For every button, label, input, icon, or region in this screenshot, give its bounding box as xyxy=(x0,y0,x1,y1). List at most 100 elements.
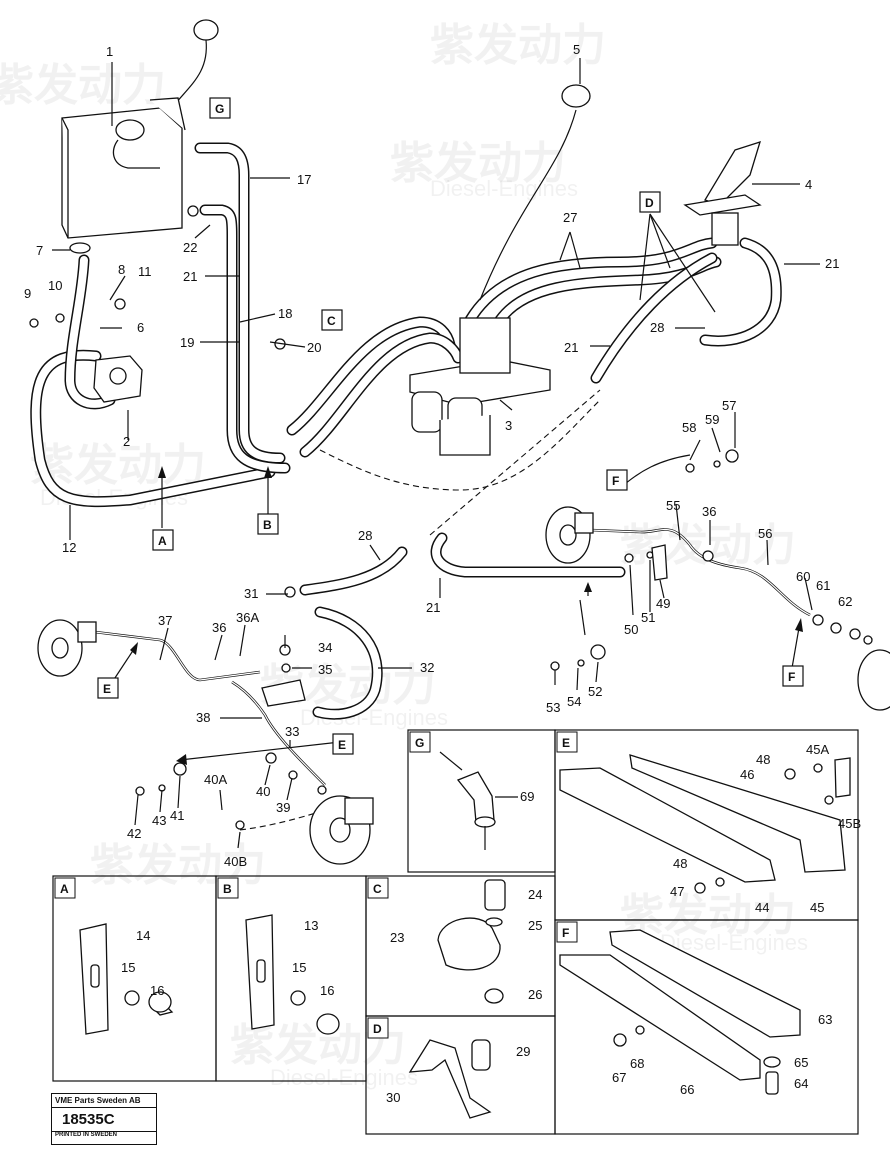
marker-e: E xyxy=(332,733,354,755)
washer-15 xyxy=(124,990,140,1006)
watermark-brand: 紫发动力 xyxy=(0,61,166,110)
callout-21: 21 xyxy=(426,600,440,615)
callout-63: 63 xyxy=(818,1012,832,1027)
callout-57: 57 xyxy=(722,398,736,413)
callout-1: 1 xyxy=(106,44,113,59)
callout-67: 67 xyxy=(612,1070,626,1085)
callout-60: 60 xyxy=(796,569,810,584)
svg-text:D: D xyxy=(645,196,654,210)
watermark-brand: 紫发动力 xyxy=(30,441,206,490)
wheel-disc xyxy=(857,649,890,711)
callout-labels: 1 2 3 4 5 6 7 8 9 10 11 12 13 14 15 16 1… xyxy=(24,42,861,1105)
bolt-16 xyxy=(316,1013,340,1035)
callout-40: 40 xyxy=(256,784,270,799)
callout-48: 48 xyxy=(756,752,770,767)
plate-number: 18535C xyxy=(62,1111,115,1128)
sensor-wire xyxy=(479,109,577,301)
bracket-49 xyxy=(651,544,668,581)
callout-41: 41 xyxy=(170,808,184,823)
callout-27: 27 xyxy=(563,210,577,225)
svg-text:C: C xyxy=(373,882,382,896)
detail-frame-a xyxy=(52,875,217,1082)
svg-text:E: E xyxy=(338,738,346,752)
callout-53: 53 xyxy=(546,700,560,715)
svg-text:A: A xyxy=(60,882,69,896)
marker-g: G xyxy=(209,97,231,119)
callout-69: 69 xyxy=(520,789,534,804)
leader-lines xyxy=(52,58,820,849)
callout-51: 51 xyxy=(641,610,655,625)
callout-59: 59 xyxy=(705,412,719,427)
callout-14: 14 xyxy=(136,928,150,943)
components xyxy=(29,19,890,865)
fitting-7 xyxy=(69,242,91,254)
frame-label-b: B xyxy=(217,877,239,899)
catalog-plate: VME Parts Sweden AB 18535C PRINTED IN SW… xyxy=(51,1093,157,1145)
callout-39: 39 xyxy=(276,800,290,815)
callout-47: 47 xyxy=(670,884,684,899)
callout-12: 12 xyxy=(62,540,76,555)
marker-f: F xyxy=(782,665,804,687)
callout-35: 35 xyxy=(318,662,332,677)
callout-68: 68 xyxy=(630,1056,644,1071)
callout-36: 36 xyxy=(702,504,716,519)
svg-text:F: F xyxy=(788,670,795,684)
callout-28: 28 xyxy=(358,528,372,543)
sensor-5 xyxy=(561,84,591,108)
frame-label-c: C xyxy=(367,877,389,899)
profile-45 xyxy=(629,754,846,873)
watermark-layer: 紫发动力 紫发动力 紫发动力 紫发动力 紫发动力 紫发动力 紫发动力 紫发动力 … xyxy=(0,21,808,1090)
marker-d: D xyxy=(639,191,661,213)
callout-25: 25 xyxy=(528,918,542,933)
svg-text:E: E xyxy=(103,682,111,696)
callout-65: 65 xyxy=(794,1055,808,1070)
callout-46: 46 xyxy=(740,767,754,782)
callout-9: 9 xyxy=(24,286,31,301)
frame-label-g: G xyxy=(409,731,431,753)
callout-40a: 40A xyxy=(204,772,227,787)
callout-55: 55 xyxy=(666,498,680,513)
callout-62: 62 xyxy=(838,594,852,609)
svg-text:F: F xyxy=(612,474,619,488)
watermark-sub: Diesel-Engines xyxy=(430,176,578,201)
clamp-23 xyxy=(437,917,501,971)
elbow-69 xyxy=(456,771,495,823)
svg-text:C: C xyxy=(327,314,336,328)
callout-56: 56 xyxy=(758,526,772,541)
hose-21-lower xyxy=(430,532,626,578)
svg-text:B: B xyxy=(263,518,272,532)
callout-33: 33 xyxy=(285,724,299,739)
callout-3: 3 xyxy=(505,418,512,433)
callout-7: 7 xyxy=(36,243,43,258)
plate-note: PRINTED IN SWEDEN xyxy=(52,1131,156,1138)
marker-e: E xyxy=(97,677,119,699)
callout-17: 17 xyxy=(297,172,311,187)
callout-58: 58 xyxy=(682,420,696,435)
callout-21: 21 xyxy=(564,340,578,355)
callout-52: 52 xyxy=(588,684,602,699)
hose-system xyxy=(30,39,782,831)
watermark-brand: 紫发动力 xyxy=(430,21,606,70)
callout-30: 30 xyxy=(386,1090,400,1105)
watermark-sub: Diesel-Engines xyxy=(660,930,808,955)
callout-26: 26 xyxy=(528,987,542,1002)
callout-11: 11 xyxy=(138,264,152,279)
marker-f: F xyxy=(606,469,628,491)
callout-20: 20 xyxy=(307,340,321,355)
callout-24: 24 xyxy=(528,887,542,902)
filler-cap xyxy=(193,19,219,41)
callout-49: 49 xyxy=(656,596,670,611)
callout-50: 50 xyxy=(624,622,638,637)
callout-2: 2 xyxy=(123,434,130,449)
watermark-brand: 紫发动力 xyxy=(620,891,796,940)
callout-45b: 45B xyxy=(838,816,861,831)
frame-label-d: D xyxy=(367,1017,389,1039)
detail-frames xyxy=(52,729,859,1135)
callout-28: 28 xyxy=(650,320,664,335)
svg-text:F: F xyxy=(562,926,569,940)
frame-label-a: A xyxy=(54,877,76,899)
frame-label-f: F xyxy=(556,921,578,943)
callout-19: 19 xyxy=(180,335,194,350)
